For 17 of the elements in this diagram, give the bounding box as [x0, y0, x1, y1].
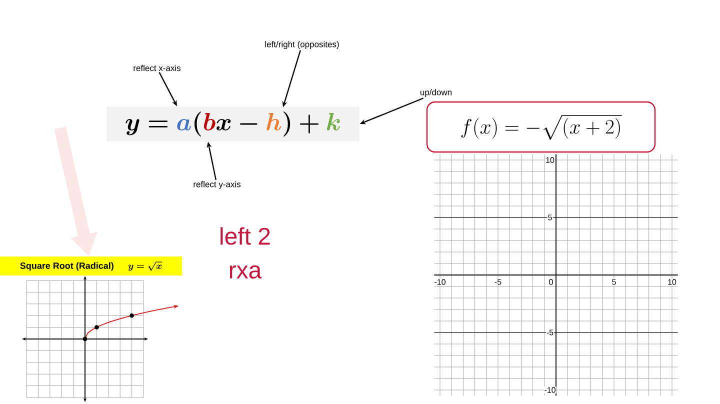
tick-label: 5: [611, 278, 617, 286]
handwritten-note: left 2: [220, 227, 270, 245]
equation-box: $\boldsymbol{y = \textcolor[HTML]{4472C4}{a}(\textcolor[HTML]{C00000}{b}x - \textcolor[HTML]{ED7D31}{h}) + \textcolor[HTML]{70AD47}{k}}$: [106, 106, 360, 142]
tick-label: 0: [548, 278, 554, 286]
title-band: Square Root (Radical) $\boldsymbol{y = \sqrt{x}}$: [0, 256, 182, 276]
handwritten-note: rxa: [230, 265, 262, 279]
tick-label: -10: [434, 278, 446, 286]
tick-label: -5: [546, 329, 554, 336]
function-box: $f(x) = -\sqrt{(x+2)}$: [426, 101, 656, 153]
annotation-text: reflect y-axis: [194, 181, 241, 189]
tick-label: 10: [667, 278, 677, 286]
annotation-text: left/right (opposites): [265, 41, 339, 49]
tick-label: 5: [547, 214, 553, 221]
tick-label: -10: [544, 386, 556, 394]
tick-label: -5: [494, 278, 502, 286]
annotation-text: reflect x-axis: [134, 64, 181, 72]
annotation-text: up/down: [420, 89, 452, 97]
